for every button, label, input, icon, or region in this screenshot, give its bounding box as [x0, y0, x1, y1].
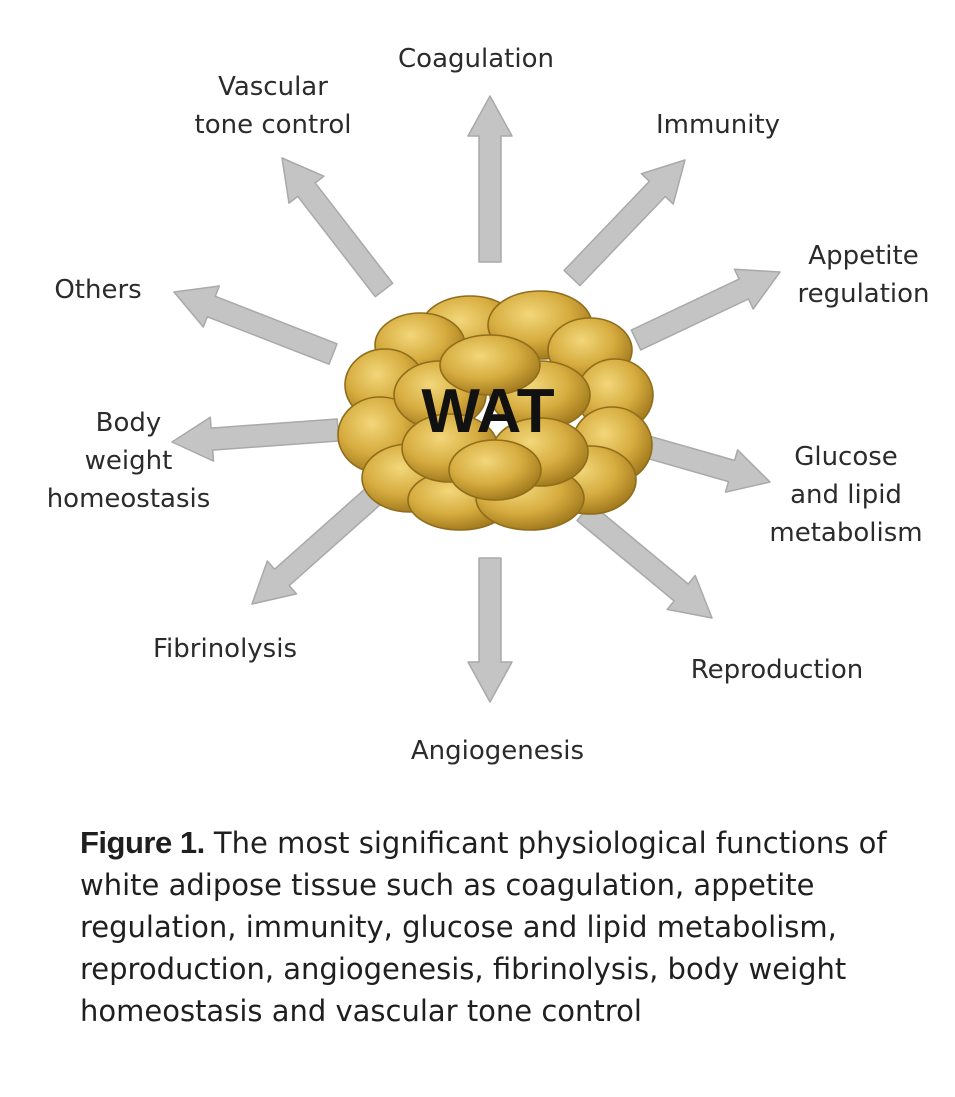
label-line: Immunity: [655, 110, 781, 140]
fat-lobule: [448, 439, 542, 501]
label-line: weight: [84, 446, 173, 476]
caption-text: The most significant physiological funct…: [80, 826, 887, 1028]
label-others: Others: [28, 271, 168, 309]
label-line: Vascular: [218, 72, 328, 102]
label-line: Reproduction: [690, 655, 864, 685]
label-glucose-lipid-metabolism: Glucose and lipid metabolism: [746, 438, 946, 552]
arrow-angiogenesis: [467, 557, 513, 703]
label-fibrinolysis: Fibrinolysis: [125, 630, 325, 668]
label-line: regulation: [797, 279, 930, 309]
label-line: Body: [95, 408, 162, 438]
label-line: metabolism: [769, 518, 923, 548]
arrow-group: [171, 95, 781, 703]
label-coagulation: Coagulation: [376, 40, 576, 78]
label-line: homeostasis: [46, 484, 211, 514]
arrow-appetite-regulation: [630, 268, 781, 351]
arrow-reproduction: [576, 502, 713, 619]
arrow-others: [173, 285, 338, 365]
label-immunity: Immunity: [618, 106, 818, 144]
label-line: Coagulation: [398, 44, 554, 74]
label-line: Angiogenesis: [410, 736, 585, 766]
figure-number: Figure 1.: [80, 825, 205, 860]
label-angiogenesis: Angiogenesis: [385, 732, 610, 770]
label-line: Appetite: [808, 241, 919, 271]
fat-lobule: [439, 334, 541, 396]
figure-caption: Figure 1. The most significant physiolog…: [80, 822, 900, 1032]
label-reproduction: Reproduction: [672, 651, 882, 689]
label-body-weight-homeostasis: Body weight homeostasis: [16, 404, 241, 518]
arrow-immunity: [563, 159, 686, 287]
label-vascular-tone-control: Vascular tone control: [158, 68, 388, 144]
label-line: tone control: [194, 110, 352, 140]
arrow-fibrinolysis: [251, 483, 387, 605]
arrow-body-weight-homeostasis: [171, 416, 340, 462]
wat-functions-diagram: WAT: [171, 95, 781, 703]
label-line: Fibrinolysis: [152, 634, 297, 664]
label-line: Others: [54, 275, 142, 305]
arrow-coagulation: [467, 95, 513, 263]
label-appetite-regulation: Appetite regulation: [776, 237, 951, 313]
arrow-vascular-tone-control: [281, 157, 394, 298]
label-line: Glucose: [794, 442, 898, 472]
label-line: and lipid: [790, 480, 902, 510]
wat-label: WAT: [421, 377, 554, 446]
wat-cloud: [337, 290, 654, 531]
